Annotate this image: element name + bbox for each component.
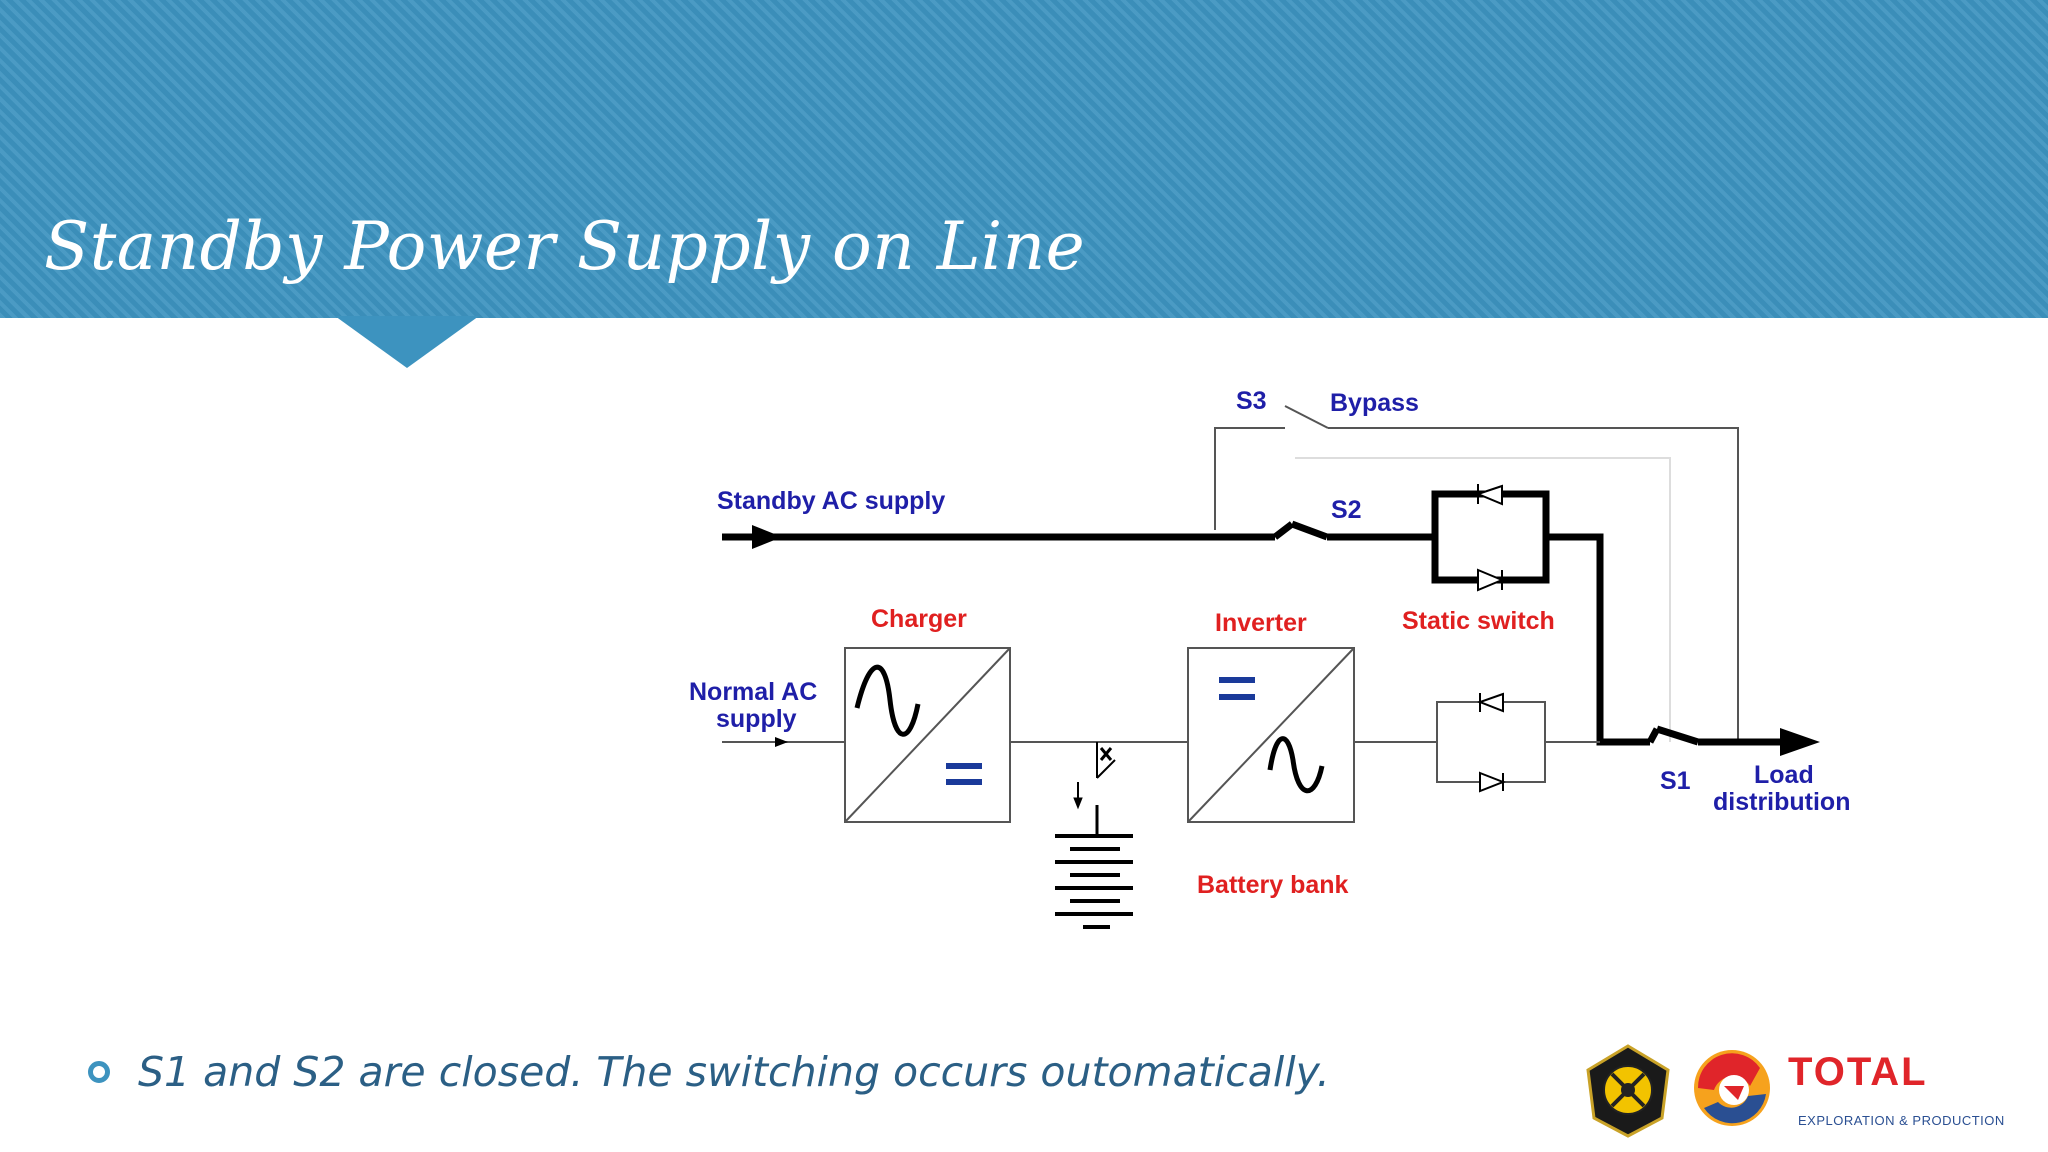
lower-static-switch [1436,692,1546,793]
static-switch [1431,484,1550,592]
inverter-dc-symbol [1219,677,1255,700]
standby-ac-label: Standby AC supply [717,487,945,515]
load-output-arrow [1780,728,1820,756]
bullet-ring-icon [88,1061,110,1083]
inverter-label: Inverter [1215,609,1307,637]
s1-switch [1646,725,1780,746]
s3-label: S3 [1236,387,1267,415]
bypass-label: Bypass [1330,389,1419,417]
s2-label: S2 [1331,496,1362,524]
static-switch-label: Static switch [1402,607,1555,635]
normal-ac-label-line1: Normal AC [689,678,817,706]
load-label-line1: Load [1754,761,1814,789]
bypass-line [1214,405,1739,742]
total-globe-logo [1694,1050,1770,1126]
total-subtitle: EXPLORATION & PRODUCTION [1798,1113,2005,1128]
esdm-emblem-logo [1586,1044,1670,1138]
standby-input-arrow [752,525,782,549]
load-label-line2: distribution [1713,788,1850,816]
slide-header-banner [0,0,2048,318]
normal-ac-arrow [775,737,788,747]
bullet-text: S1 and S2 are closed. The switching occu… [138,1048,1330,1096]
slide-title: Standby Power Supply on Line [44,208,1086,285]
header-notch [335,316,479,368]
inverter-block [1187,647,1355,823]
battery-bank-label: Battery bank [1197,871,1349,899]
bullet-point: S1 and S2 are closed. The switching occu… [88,1048,1330,1096]
footer-logos: TOTAL EXPLORATION & PRODUCTION [1580,1040,2020,1140]
normal-ac-label-line2: supply [716,705,797,733]
battery-bank [1055,742,1133,929]
standby-ac-line [722,520,1650,746]
charger-block [844,647,1011,823]
total-wordmark: TOTAL [1788,1050,1928,1094]
charger-dc-symbol [946,763,982,785]
s1-label: S1 [1660,767,1691,795]
charger-label: Charger [871,605,967,633]
